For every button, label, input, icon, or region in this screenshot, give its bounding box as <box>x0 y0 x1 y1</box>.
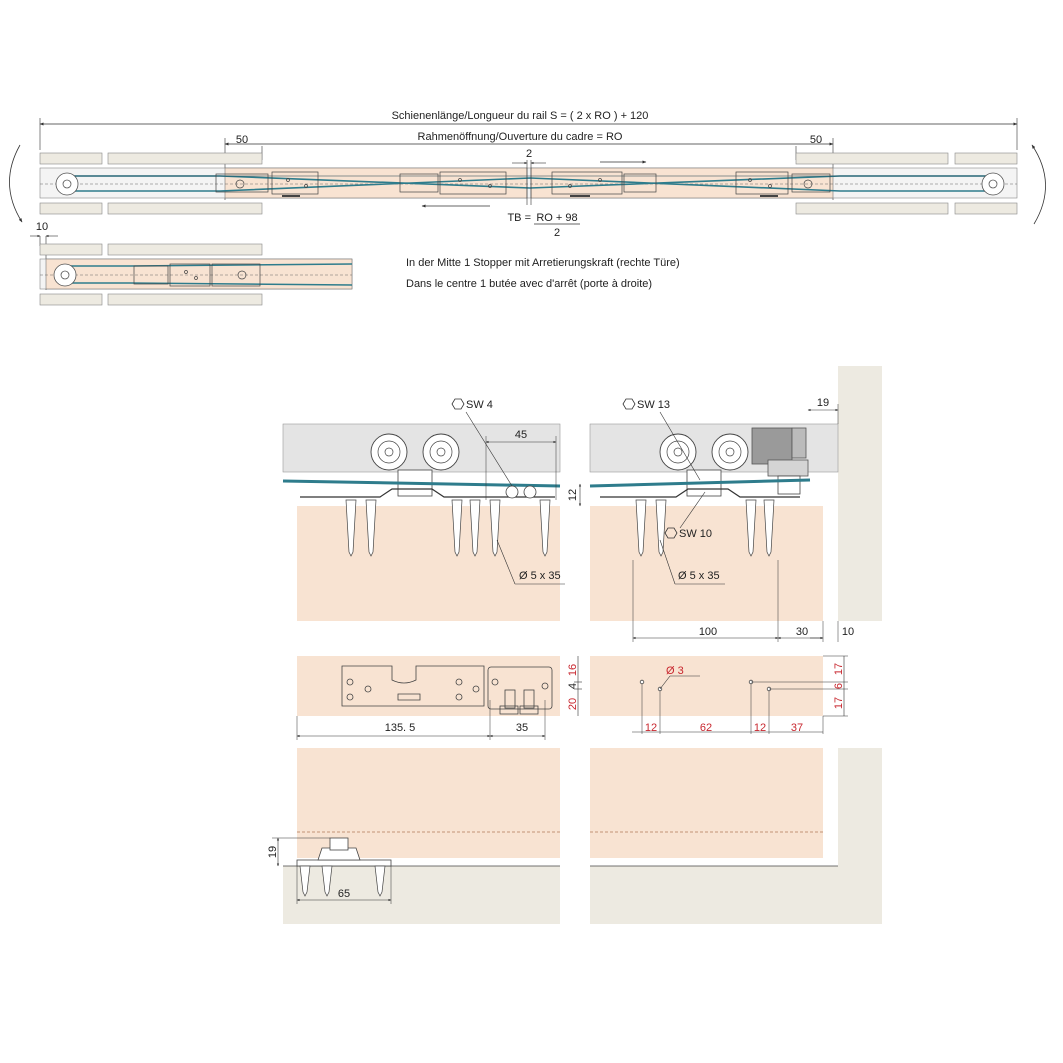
rotation-left-icon <box>9 144 23 223</box>
left-offset-50: 50 <box>236 134 248 146</box>
dim-4: 4 <box>567 683 579 689</box>
dim-16: 16 <box>567 664 579 676</box>
pulley-right-icon <box>981 172 1005 196</box>
rail-length-label: Schienenlänge/Longueur du rail S = ( 2 x… <box>392 110 649 122</box>
wall-right <box>838 366 882 621</box>
dim-100: 100 <box>699 626 717 638</box>
stopper-icon <box>751 427 809 495</box>
bottom-door-right <box>590 748 823 858</box>
wall-strips <box>39 152 1018 215</box>
dim-6: 6 <box>833 683 845 689</box>
dim-135-5: 135. 5 <box>385 722 416 734</box>
dim-12a: 12 <box>645 722 657 734</box>
center-gap-2: 2 <box>526 148 532 160</box>
carriages <box>215 171 831 197</box>
tb-prefix: TB = <box>507 212 531 224</box>
plan-bracket-icon <box>341 665 553 715</box>
dim-45: 45 <box>515 429 527 441</box>
wheels-right-icon <box>659 433 749 497</box>
wrench-sw13: SW 13 <box>637 399 670 411</box>
floor-guide-icon <box>299 837 386 897</box>
wrench-sw4: SW 4 <box>466 399 493 411</box>
hex-icon-sw13 <box>622 398 636 410</box>
hole-diameter: Ø 3 <box>666 665 684 677</box>
rail-left-section <box>282 423 561 473</box>
dim-17b: 17 <box>833 697 845 709</box>
dim-37: 37 <box>791 722 803 734</box>
note-french: Dans le centre 1 butée avec d'arrêt (por… <box>406 278 652 290</box>
dim-62: 62 <box>700 722 712 734</box>
wrench-sw10: SW 10 <box>679 528 712 540</box>
dim-19-top: 19 <box>817 397 829 409</box>
plan-door-right <box>590 656 823 716</box>
plan-view: Ø 3 135. 5 35 16 20 4 12 62 12 37 17 6 1… <box>296 655 848 740</box>
note-german: In der Mitte 1 Stopper mit Arretierungsk… <box>406 257 680 269</box>
section-view: SW 4 SW 13 SW 10 45 12 19 Ø 5 x 35 Ø 5 x… <box>282 366 882 642</box>
dim-17a: 17 <box>833 663 845 675</box>
dim-12-section: 12 <box>567 489 579 501</box>
dim-65: 65 <box>338 888 350 900</box>
dim-30: 30 <box>796 626 808 638</box>
door-left-section <box>297 506 560 621</box>
dim-10: 10 <box>842 626 854 638</box>
plan-door-left <box>297 656 560 716</box>
detail-offset-10: 10 <box>36 221 48 233</box>
dim-35: 35 <box>516 722 528 734</box>
top-overview: Schienenlänge/Longueur du rail S = ( 2 x… <box>9 110 1046 306</box>
rail <box>39 167 1018 199</box>
rotation-right-icon <box>1031 144 1046 225</box>
tb-denominator: 2 <box>554 227 560 239</box>
screws-right-icon <box>635 499 775 557</box>
detail-pulley-icon <box>53 263 77 287</box>
dim-19-bottom: 19 <box>267 846 279 858</box>
hex-icon-sw10 <box>664 527 678 539</box>
pulley-left-icon <box>55 172 79 196</box>
frame-opening-label: Rahmenöffnung/Ouverture du cadre = RO <box>418 131 623 143</box>
floor-right <box>590 866 882 924</box>
screw-label-right: Ø 5 x 35 <box>678 570 720 582</box>
door-left <box>224 167 528 199</box>
bottom-view: 19 65 <box>267 748 882 924</box>
tb-numerator: RO + 98 <box>536 212 577 224</box>
hex-icon-sw4 <box>451 398 465 410</box>
detail-view: 10 <box>30 221 353 306</box>
dim-12b: 12 <box>754 722 766 734</box>
dim-20: 20 <box>567 698 579 710</box>
right-offset-50: 50 <box>810 134 822 146</box>
screws-left-icon <box>345 499 551 557</box>
door-right-section <box>590 506 823 621</box>
screw-label-left: Ø 5 x 35 <box>519 570 561 582</box>
